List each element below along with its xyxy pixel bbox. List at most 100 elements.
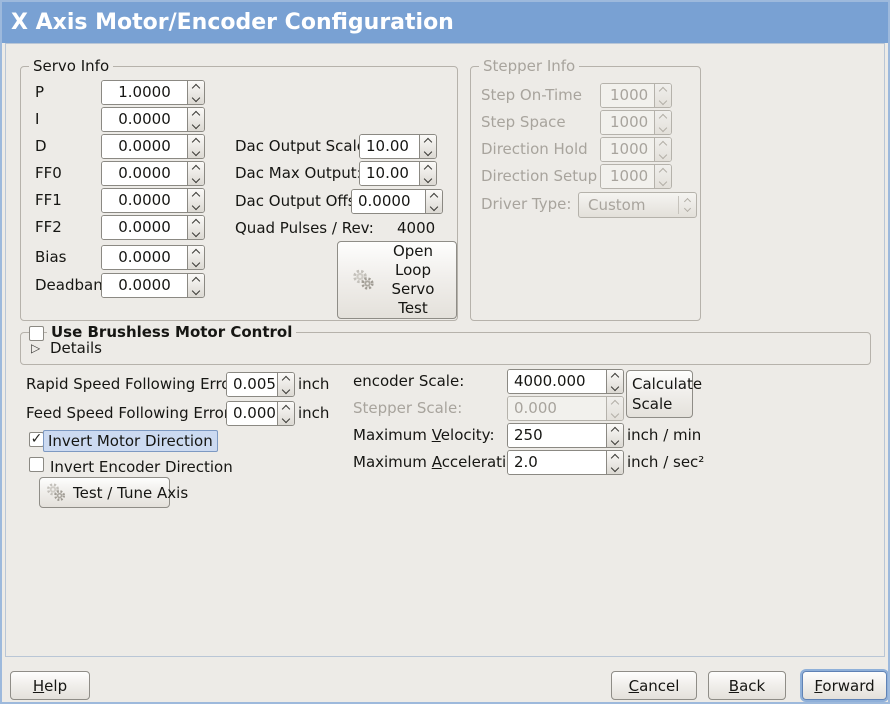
rapid-following-error-spinbox[interactable]: 0.0050 bbox=[226, 372, 295, 397]
dac-max-spin-buttons[interactable] bbox=[419, 162, 436, 185]
chevron-up-icon bbox=[191, 137, 201, 146]
ff2-input[interactable]: 0.0000 bbox=[102, 216, 187, 239]
spin-buttons[interactable] bbox=[606, 424, 623, 447]
ff2-spinbox[interactable]: 0.0000 bbox=[101, 215, 205, 240]
cancel-button[interactable]: Cancel bbox=[611, 671, 697, 700]
open-loop-servo-test-button[interactable]: Open Loop Servo Test bbox=[337, 241, 457, 319]
dac-output-scale-label: Dac Output Scale: bbox=[235, 137, 372, 155]
chevron-down-icon bbox=[281, 385, 291, 394]
encoder-scale-spinbox[interactable]: 4000.000 bbox=[507, 369, 624, 394]
ff1-spinbox[interactable]: 0.0000 bbox=[101, 188, 205, 213]
ff1-input[interactable]: 0.0000 bbox=[102, 189, 187, 212]
d-input[interactable]: 0.0000 bbox=[102, 135, 187, 158]
feed-following-error-spinbox[interactable]: 0.0005 bbox=[226, 401, 295, 426]
direction-hold-spinbox: 1000 bbox=[600, 137, 672, 162]
expander-arrow-icon[interactable]: ▷ bbox=[31, 341, 41, 355]
open-loop-servo-test-label: Open Loop Servo Test bbox=[391, 242, 435, 317]
i-input[interactable]: 0.0000 bbox=[102, 108, 187, 131]
dac-offset-spin-buttons[interactable] bbox=[425, 190, 442, 213]
calculate-scale-button[interactable]: Calculate Scale bbox=[626, 370, 702, 418]
chevron-up-icon bbox=[610, 372, 620, 381]
dac-max-output-spinbox[interactable]: 10.00 bbox=[359, 161, 437, 186]
dac-output-offset-input[interactable]: 0.0000 bbox=[352, 190, 425, 213]
rapid-following-error-input[interactable]: 0.0050 bbox=[227, 373, 277, 396]
chevron-down-icon bbox=[658, 177, 668, 186]
ff2-spin-buttons[interactable] bbox=[187, 216, 204, 239]
direction-hold-label: Direction Hold bbox=[481, 140, 588, 158]
dac-output-offset-spinbox[interactable]: 0.0000 bbox=[351, 189, 443, 214]
step-on-time-input: 1000 bbox=[601, 84, 654, 107]
chevron-up-icon bbox=[191, 248, 201, 257]
deadband-spin-buttons[interactable] bbox=[187, 274, 204, 297]
chevron-up-icon bbox=[610, 399, 620, 408]
chevron-up-icon bbox=[423, 164, 433, 173]
dac-output-scale-input[interactable]: 10.00 bbox=[360, 135, 419, 158]
p-spin-buttons[interactable] bbox=[187, 81, 204, 104]
d-spinbox[interactable]: 0.0000 bbox=[101, 134, 205, 159]
deadband-spinbox[interactable]: 0.0000 bbox=[101, 273, 205, 298]
spin-buttons[interactable] bbox=[277, 402, 294, 425]
maximum-velocity-input[interactable]: 250 bbox=[508, 424, 606, 447]
invert-motor-direction-checkbox[interactable]: ✓ bbox=[29, 431, 44, 447]
deadband-input[interactable]: 0.0000 bbox=[102, 274, 187, 297]
deadband-label: Deadband bbox=[35, 276, 113, 294]
bias-input[interactable]: 0.0000 bbox=[102, 246, 187, 269]
use-brushless-checkbox[interactable] bbox=[29, 326, 44, 341]
maximum-velocity-spinbox[interactable]: 250 bbox=[507, 423, 624, 448]
encoder-scale-input[interactable]: 4000.000 bbox=[508, 370, 606, 393]
spin-buttons[interactable] bbox=[606, 451, 623, 474]
ff1-spin-buttons[interactable] bbox=[187, 189, 204, 212]
p-input[interactable]: 1.0000 bbox=[102, 81, 187, 104]
invert-encoder-direction-checkbox[interactable] bbox=[29, 457, 44, 472]
direction-setup-label: Direction Setup bbox=[481, 167, 598, 185]
i-label: I bbox=[35, 110, 40, 128]
dac-max-output-input[interactable]: 10.00 bbox=[360, 162, 419, 185]
brushless-frame: Use Brushless Motor Control ▷ Details bbox=[20, 323, 871, 365]
bias-spinbox[interactable]: 0.0000 bbox=[101, 245, 205, 270]
help-button[interactable]: Help bbox=[10, 671, 90, 700]
dac-output-offset-label: Dac Output Offset: bbox=[235, 192, 376, 210]
forward-button[interactable]: Forward bbox=[802, 671, 887, 700]
chevron-down-icon bbox=[423, 174, 433, 183]
chevron-down-icon bbox=[429, 202, 439, 211]
ff1-label: FF1 bbox=[35, 191, 62, 209]
direction-setup-spinbox: 1000 bbox=[600, 164, 672, 189]
bias-spin-buttons[interactable] bbox=[187, 246, 204, 269]
i-spinbox[interactable]: 0.0000 bbox=[101, 107, 205, 132]
direction-setup-input: 1000 bbox=[601, 165, 654, 188]
back-button[interactable]: Back bbox=[708, 671, 786, 700]
details-expander[interactable]: Details bbox=[50, 339, 103, 357]
gears-icon bbox=[46, 483, 65, 501]
maximum-acceleration-spinbox[interactable]: 2.0 bbox=[507, 450, 624, 475]
spin-buttons[interactable] bbox=[277, 373, 294, 396]
maximum-acceleration-input[interactable]: 2.0 bbox=[508, 451, 606, 474]
stepper-info-frame: Stepper Info Step On-Time 1000 Step Spac… bbox=[470, 57, 701, 321]
driver-type-combobox: Custom bbox=[578, 192, 697, 218]
use-brushless-label[interactable]: Use Brushless Motor Control bbox=[47, 323, 297, 342]
d-spin-buttons[interactable] bbox=[187, 135, 204, 158]
driver-type-label: Driver Type: bbox=[481, 195, 572, 213]
step-space-label: Step Space bbox=[481, 113, 566, 131]
chevron-up-icon bbox=[281, 404, 291, 413]
forward-button-label: Forward bbox=[814, 676, 875, 695]
p-spinbox[interactable]: 1.0000 bbox=[101, 80, 205, 105]
dac-scale-spin-buttons[interactable] bbox=[419, 135, 436, 158]
ff0-spin-buttons[interactable] bbox=[187, 162, 204, 185]
spin-buttons[interactable] bbox=[606, 370, 623, 393]
ff0-spinbox[interactable]: 0.0000 bbox=[101, 161, 205, 186]
invert-motor-direction-label[interactable]: Invert Motor Direction bbox=[43, 430, 218, 452]
help-button-label: Help bbox=[32, 676, 68, 695]
i-spin-buttons[interactable] bbox=[187, 108, 204, 131]
chevron-down-icon bbox=[281, 414, 291, 423]
feed-following-error-input[interactable]: 0.0005 bbox=[227, 402, 277, 425]
page-title: X Axis Motor/Encoder Configuration bbox=[2, 2, 888, 43]
ff0-input[interactable]: 0.0000 bbox=[102, 162, 187, 185]
dac-output-scale-spinbox[interactable]: 10.00 bbox=[359, 134, 437, 159]
stepper-info-frame-title: Stepper Info bbox=[479, 57, 580, 76]
test-tune-axis-button[interactable]: Test / Tune Axis bbox=[39, 477, 188, 508]
chevron-down-icon bbox=[191, 174, 201, 183]
chevron-up-icon bbox=[191, 191, 201, 200]
chevron-up-icon bbox=[191, 218, 201, 227]
quad-pulses-value: 4000 bbox=[397, 219, 436, 237]
invert-encoder-direction-label[interactable]: Invert Encoder Direction bbox=[50, 458, 233, 476]
